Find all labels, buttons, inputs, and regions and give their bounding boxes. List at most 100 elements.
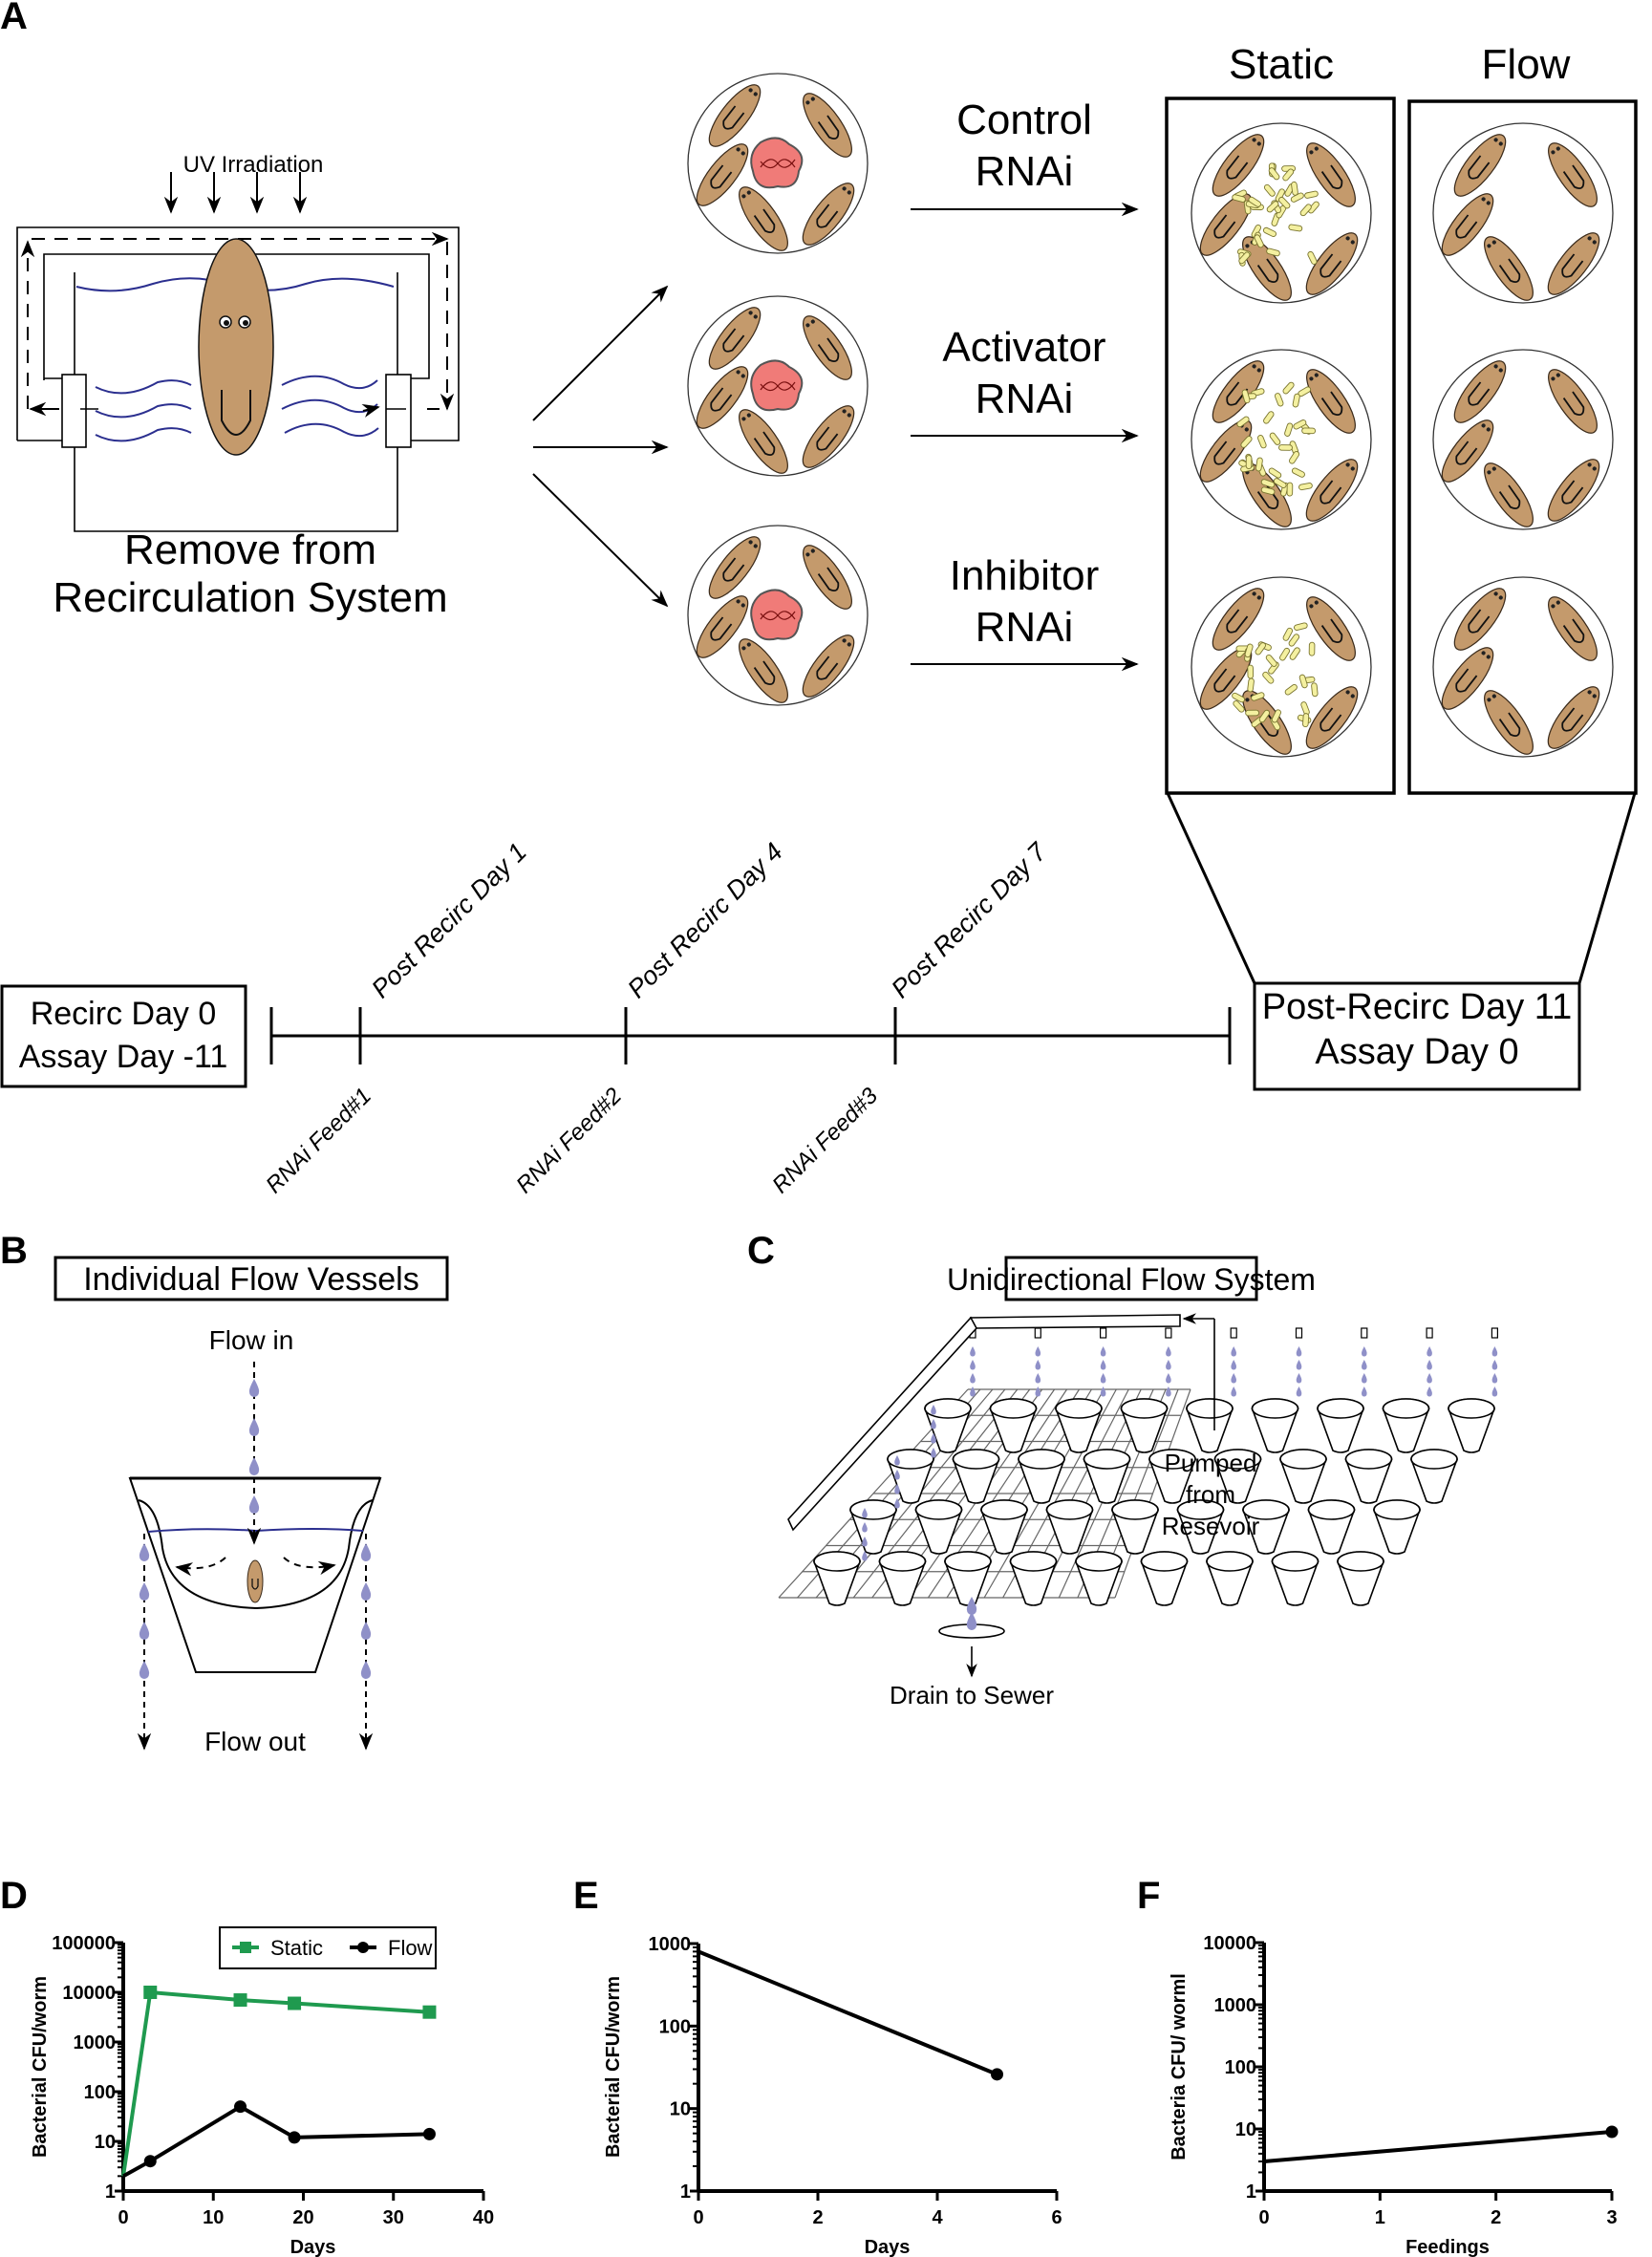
y-tick-label: 10000 <box>62 1983 116 2004</box>
x-tick-label: 40 <box>473 2207 494 2228</box>
start-box-line1: Recirc Day 0 <box>31 996 217 1032</box>
droplet-icon <box>970 1360 976 1370</box>
panel-b-label: B <box>0 1230 28 1272</box>
timeline-bottom-label-1: RNAi Feed#1 <box>261 1083 376 1198</box>
droplet-icon <box>1491 1386 1498 1397</box>
droplet-icon <box>1491 1346 1498 1357</box>
panel-d-label: D <box>0 1875 28 1917</box>
bacteria-icon <box>1245 709 1260 717</box>
nozzle <box>1491 1327 1499 1339</box>
panel-c-title-box <box>1004 1256 1258 1301</box>
petri-dish <box>1432 576 1614 763</box>
timeline-bottom-label-2: RNAi Feed#2 <box>511 1083 627 1198</box>
treatment-control-line2: RNAi <box>976 148 1074 195</box>
vessel-cup <box>1279 1449 1327 1504</box>
data-point <box>288 2131 301 2144</box>
droplet-icon <box>1166 1373 1171 1384</box>
legend-label: Flow <box>388 1936 433 1960</box>
bacteria-icon <box>1245 455 1253 470</box>
x-axis-label: Days <box>290 2237 336 2257</box>
data-point <box>143 2155 157 2168</box>
bacteria-icon <box>1247 677 1255 693</box>
vessel-cup <box>1337 1551 1384 1606</box>
vessel-cup <box>1344 1449 1393 1504</box>
data-point <box>422 2005 437 2019</box>
y-tick-label: 100 <box>84 2082 116 2103</box>
x-tick-label: 2 <box>1491 2207 1501 2228</box>
series-cfu <box>1263 2125 1619 2163</box>
droplet-icon <box>970 1346 976 1357</box>
flow-header: Flow <box>1482 41 1571 88</box>
droplet-icon <box>1231 1346 1237 1357</box>
panel-b-title-box <box>54 1256 449 1301</box>
pump-label-line3: Resevoir <box>1162 1512 1260 1540</box>
legend-marker <box>240 1942 251 1953</box>
data-point <box>288 1996 302 2010</box>
droplet-icon <box>1427 1360 1432 1370</box>
pump-label-line2: from <box>1186 1480 1235 1509</box>
small-planarian-icon <box>247 1559 264 1603</box>
droplet-icon <box>1361 1360 1367 1370</box>
bacteria-icon <box>1247 664 1255 679</box>
y-tick-label: 100 <box>1225 2057 1256 2078</box>
petri-dish <box>687 295 869 482</box>
y-tick-label: 1000 <box>74 2032 117 2053</box>
panel-c-title: Unidirectional Flow System <box>947 1262 1316 1297</box>
droplet-icon <box>1427 1373 1432 1384</box>
vessel-cup <box>1307 1499 1356 1555</box>
legend-label: Static <box>270 1936 323 1960</box>
y-tick-label: 10 <box>670 2099 691 2120</box>
y-tick-label: 10000 <box>1203 1933 1256 1954</box>
y-tick-label: 10 <box>1235 2119 1256 2140</box>
x-tick-label: 20 <box>292 2207 313 2228</box>
flow-in-label: Flow in <box>209 1325 294 1355</box>
nozzle <box>1426 1327 1433 1339</box>
droplet-icon <box>1166 1346 1171 1357</box>
petri-dish <box>687 73 869 259</box>
bacteria-icon <box>1277 444 1293 451</box>
treatment-inhibitor-line2: RNAi <box>976 604 1074 651</box>
treatment-inhibitor-line1: Inhibitor <box>950 552 1100 599</box>
droplet-icon <box>1361 1346 1367 1357</box>
x-tick-label: 4 <box>932 2207 943 2228</box>
series-cfu <box>697 1949 1003 2081</box>
vessel-cup <box>1083 1449 1131 1504</box>
timeline: Recirc Day 0 Assay Day -11 Post Recirc D… <box>0 837 1232 1198</box>
vessel-cup <box>1271 1551 1319 1606</box>
y-tick-label: 1 <box>1246 2182 1256 2203</box>
droplet-icon <box>1296 1346 1302 1357</box>
nozzle <box>1361 1327 1368 1339</box>
vessel-cup <box>1018 1449 1065 1504</box>
treatment-activator-line2: RNAi <box>976 376 1074 422</box>
vessel-cup <box>952 1449 1000 1504</box>
vessel-cup <box>1055 1398 1103 1453</box>
timeline-top-label-1: Post Recirc Day 1 <box>366 837 532 1003</box>
droplet-icon <box>1296 1360 1302 1370</box>
droplet-icon <box>1361 1386 1367 1397</box>
series-line <box>122 2104 430 2179</box>
droplet-icon <box>1491 1373 1498 1384</box>
droplet-icon <box>1231 1373 1237 1384</box>
remove-caption-line1: Remove from <box>124 527 376 573</box>
vessel-cup <box>1448 1398 1495 1453</box>
treatment-control-line1: Control <box>956 97 1092 143</box>
droplet-icon <box>1296 1386 1302 1397</box>
y-tick-label: 1 <box>680 2182 691 2203</box>
data-point <box>233 1993 247 2008</box>
nozzle <box>1034 1327 1041 1339</box>
x-tick-label: 2 <box>812 2207 823 2228</box>
legend-marker <box>357 1942 369 1953</box>
series-line <box>1263 2129 1613 2163</box>
x-axis-label: Days <box>865 2237 911 2257</box>
data-point <box>1605 2125 1619 2139</box>
vessel-cup <box>1410 1449 1458 1504</box>
uv-irradiation-label: UV Irradiation <box>183 152 324 178</box>
droplet-icon <box>1035 1346 1041 1357</box>
start-box <box>0 984 247 1088</box>
y-tick-label: 1 <box>105 2182 116 2203</box>
vessel-cup <box>1373 1499 1421 1555</box>
